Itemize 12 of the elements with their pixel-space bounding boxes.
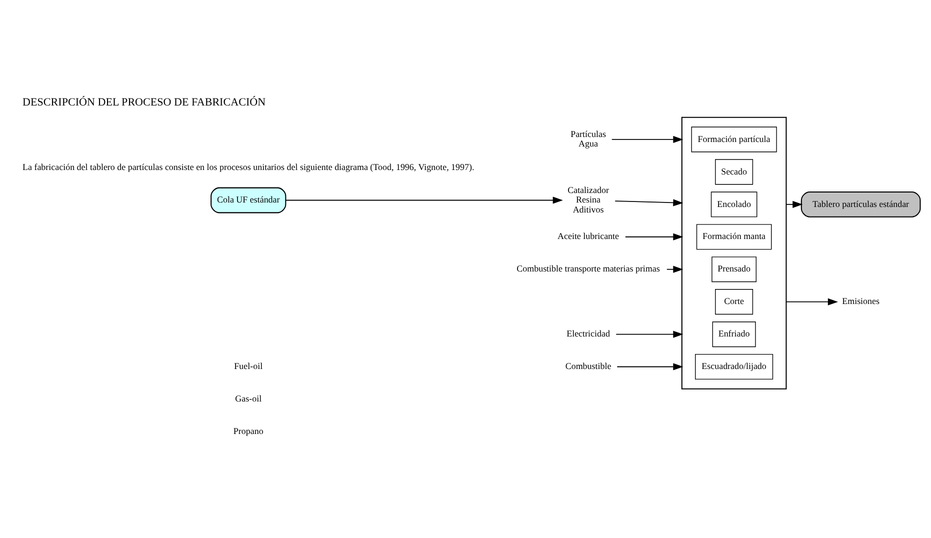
node-text: Catalizador Resina Aditivos [567,184,608,214]
label: Gas-oil [234,394,262,404]
diagram-title: DESCRIPCIÓN DEL PROCESO DE FABRICACIÓN [22,96,266,108]
node-text: Aceite lubricante [557,231,619,242]
node-text: Electricidad [566,328,610,339]
label: La fabricación del tablero de partículas consiste en los procesos unitarios del siguiente diagrama (Tood, 1996, Vignote, 1997). [22,162,474,172]
node-text: Partículas Agua [570,128,606,149]
node-text: Combustible [564,361,611,372]
node-text: Combustible transporte materias primas [516,264,660,274]
label: Fuel-oil [234,361,262,372]
label: Propano [232,426,263,436]
node-text: Emisiones [842,296,880,306]
